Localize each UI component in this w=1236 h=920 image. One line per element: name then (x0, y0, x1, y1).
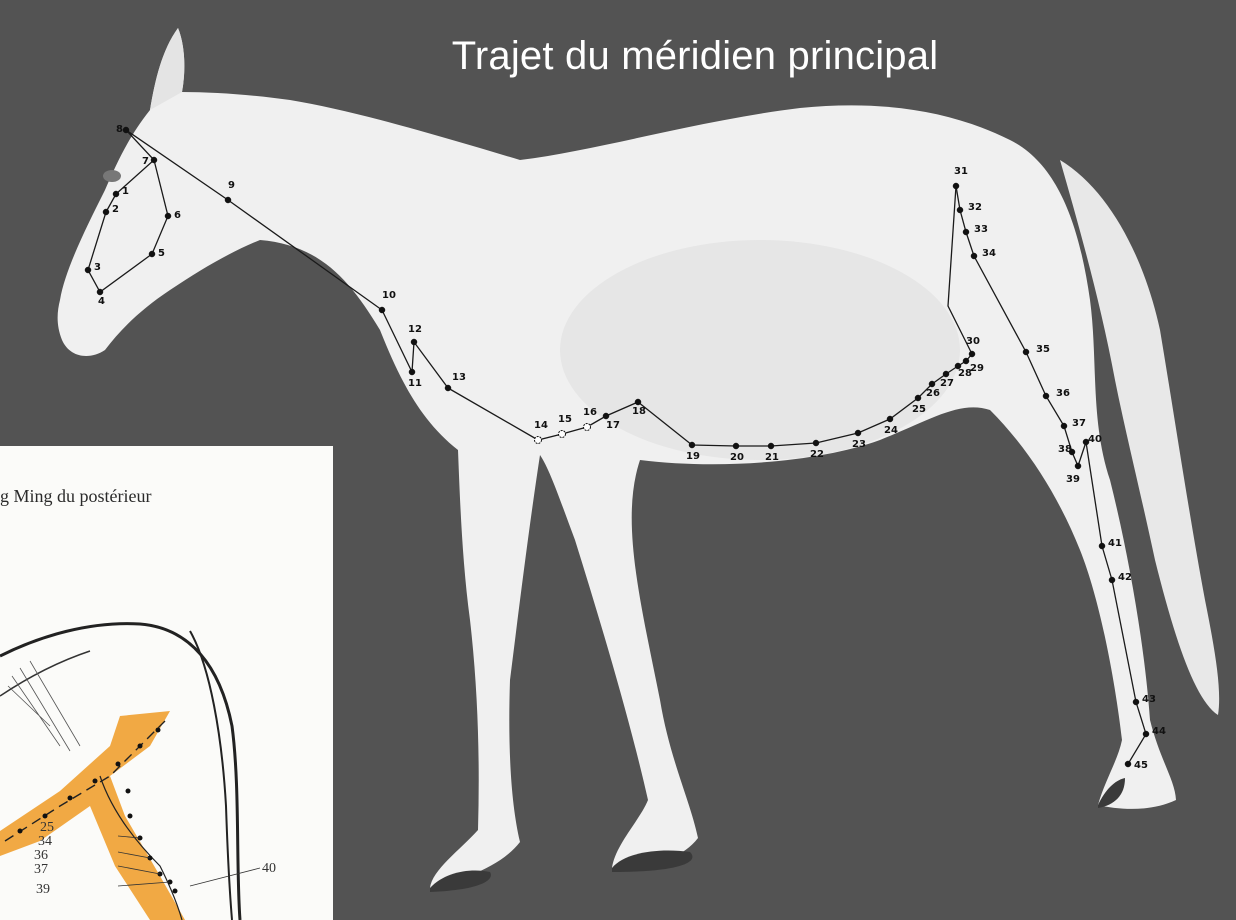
acupoint-label-1: 1 (122, 186, 129, 197)
belly-shading (560, 240, 960, 460)
inset-label-25: 25 (40, 820, 54, 835)
acupoint-3 (85, 267, 91, 273)
inset-diagram: 25343637 39 40 (0, 446, 333, 920)
acupoint-label-2: 2 (112, 204, 119, 215)
slide-title: Trajet du méridien principal (0, 34, 1236, 79)
acupoint-36 (1043, 393, 1049, 399)
inset-label-40: 40 (262, 861, 276, 876)
acupoint-21 (768, 443, 774, 449)
acupoint-11 (409, 369, 415, 375)
acupoint-label-16: 16 (583, 407, 597, 418)
acupoint-27 (943, 371, 949, 377)
acupoint-24 (887, 416, 893, 422)
inset-meridian-band (0, 711, 185, 920)
acupoint-label-9: 9 (228, 180, 235, 191)
acupoint-5 (149, 251, 155, 257)
acupoint-23 (855, 430, 861, 436)
acupoint-16 (584, 424, 591, 431)
acupoint-label-18: 18 (632, 406, 646, 417)
acupoint-label-37: 37 (1072, 418, 1086, 429)
inset-label-34: 34 (38, 834, 52, 849)
acupoint-13 (445, 385, 451, 391)
acupoint-label-27: 27 (940, 378, 954, 389)
acupoint-label-44: 44 (1152, 726, 1166, 737)
acupoint-label-45: 45 (1134, 760, 1148, 771)
acupoint-10 (379, 307, 385, 313)
acupoint-6 (165, 213, 171, 219)
acupoint-label-24: 24 (884, 425, 898, 436)
acupoint-label-10: 10 (382, 290, 396, 301)
acupoint-label-32: 32 (968, 202, 982, 213)
acupoint-label-43: 43 (1142, 694, 1156, 705)
acupoint-14 (535, 437, 542, 444)
acupoint-4 (97, 289, 103, 295)
acupoint-label-4: 4 (98, 296, 105, 307)
acupoint-label-23: 23 (852, 439, 866, 450)
acupoint-label-6: 6 (174, 210, 181, 221)
acupoint-label-30: 30 (966, 336, 980, 347)
acupoint-43 (1133, 699, 1139, 705)
inset-label-37: 37 (34, 862, 48, 877)
acupoint-26 (929, 381, 935, 387)
acupoint-label-8: 8 (116, 124, 123, 135)
acupoint-label-19: 19 (686, 451, 700, 462)
acupoint-label-5: 5 (158, 248, 165, 259)
acupoint-label-3: 3 (94, 262, 101, 273)
acupoint-label-29: 29 (970, 363, 984, 374)
acupoint-20 (733, 443, 739, 449)
acupoint-label-14: 14 (534, 420, 548, 431)
acupoint-label-17: 17 (606, 420, 620, 431)
acupoint-39 (1075, 463, 1081, 469)
acupoint-label-42: 42 (1118, 572, 1132, 583)
acupoint-44 (1143, 731, 1149, 737)
acupoint-label-25: 25 (912, 404, 926, 415)
acupoint-25 (915, 395, 921, 401)
acupoint-30 (969, 351, 975, 357)
acupoint-19 (689, 442, 695, 448)
acupoint-12 (411, 339, 417, 345)
acupoint-label-15: 15 (558, 414, 572, 425)
acupoint-label-39: 39 (1066, 474, 1080, 485)
inset-label-39: 39 (36, 882, 50, 897)
acupoint-label-20: 20 (730, 452, 744, 463)
acupoint-label-12: 12 (408, 324, 422, 335)
acupoint-label-40: 40 (1088, 434, 1102, 445)
acupoint-35 (1023, 349, 1029, 355)
acupoint-37 (1061, 423, 1067, 429)
acupoint-2 (103, 209, 109, 215)
acupoint-label-26: 26 (926, 388, 940, 399)
acupoint-31 (953, 183, 959, 189)
acupoint-label-31: 31 (954, 166, 968, 177)
acupoint-label-35: 35 (1036, 344, 1050, 355)
acupoint-8 (123, 127, 129, 133)
acupoint-label-11: 11 (408, 378, 422, 389)
acupoint-41 (1099, 543, 1105, 549)
acupoint-label-21: 21 (765, 452, 779, 463)
acupoint-label-41: 41 (1108, 538, 1122, 549)
acupoint-label-38: 38 (1058, 444, 1072, 455)
acupoint-17 (603, 413, 609, 419)
horse-eye (103, 170, 121, 182)
acupoint-9 (225, 197, 231, 203)
acupoint-32 (957, 207, 963, 213)
acupoint-15 (559, 431, 566, 438)
acupoint-45 (1125, 761, 1131, 767)
inset-label-36: 36 (34, 848, 48, 863)
acupoint-label-7: 7 (142, 156, 149, 167)
acupoint-18 (635, 399, 641, 405)
acupoint-label-33: 33 (974, 224, 988, 235)
acupoint-29 (963, 358, 969, 364)
acupoint-34 (971, 253, 977, 259)
acupoint-42 (1109, 577, 1115, 583)
acupoint-label-13: 13 (452, 372, 466, 383)
acupoint-label-36: 36 (1056, 388, 1070, 399)
acupoint-1 (113, 191, 119, 197)
acupoint-7 (151, 157, 157, 163)
acupoint-label-34: 34 (982, 248, 996, 259)
acupoint-33 (963, 229, 969, 235)
acupoint-label-22: 22 (810, 449, 824, 460)
acupoint-22 (813, 440, 819, 446)
